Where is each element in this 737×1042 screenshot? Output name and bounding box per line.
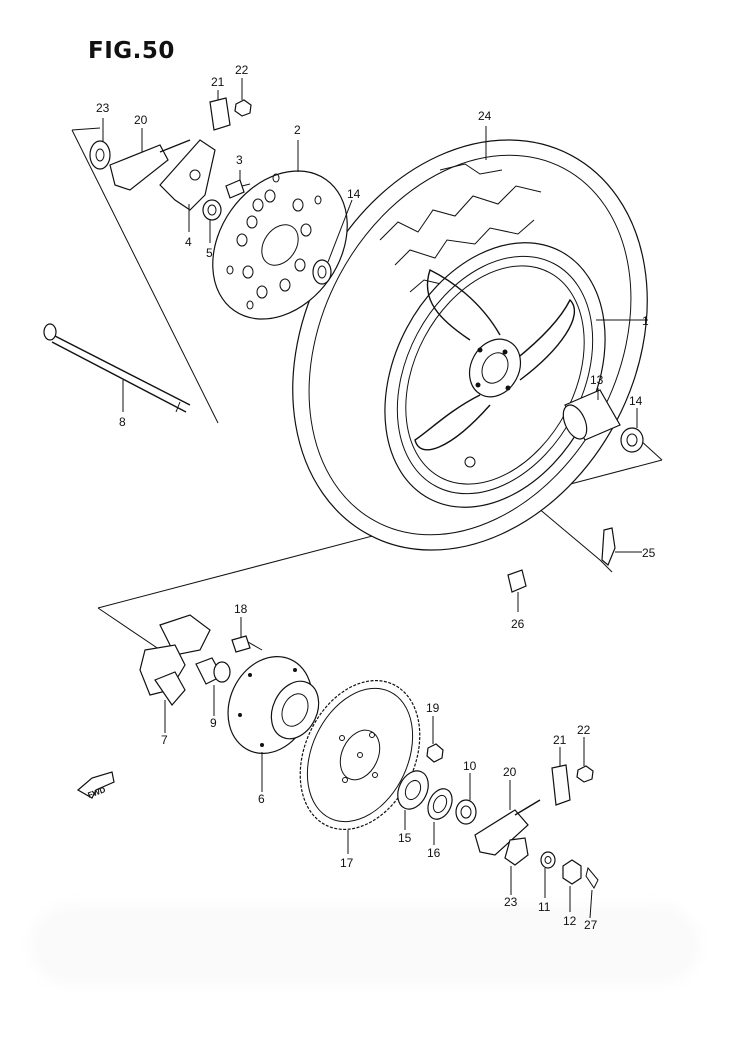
callout-5: 5 — [206, 246, 213, 260]
damper-bushing — [195, 657, 231, 685]
assembly-line-axle-end — [639, 439, 663, 461]
callout-1: 1 — [642, 314, 649, 328]
callout-24: 24 — [478, 109, 492, 123]
callout-19: 19 — [426, 701, 440, 715]
callout-15: 15 — [398, 831, 412, 845]
sprocket-nut — [426, 743, 444, 763]
callout-17: 17 — [340, 856, 354, 870]
callout-14-right: 14 — [629, 394, 643, 408]
assembly-line-upper-left — [71, 129, 219, 424]
callout-23-bottom: 23 — [504, 895, 518, 909]
callout-22-bottom: 22 — [577, 723, 591, 737]
chain-adjuster-left — [109, 139, 191, 191]
washer-5 — [202, 199, 222, 221]
callout-4: 4 — [185, 235, 192, 249]
callout-26: 26 — [511, 617, 525, 631]
axle-spacer-10 — [455, 799, 477, 825]
callout-2: 2 — [294, 123, 301, 137]
callout-numbers: 1 2 3 4 5 6 7 8 9 10 11 12 13 14 14 15 1… — [96, 63, 656, 932]
axle-nut-12 — [562, 859, 582, 885]
callout-9: 9 — [210, 716, 217, 730]
callout-20-top: 20 — [134, 113, 148, 127]
tire-valve — [601, 527, 616, 566]
assembly-line-upper-left-top — [71, 127, 101, 131]
callout-25: 25 — [642, 546, 656, 560]
callout-20-bottom: 20 — [503, 765, 517, 779]
callout-3: 3 — [236, 153, 243, 167]
callout-13: 13 — [590, 373, 604, 387]
callout-12: 12 — [563, 914, 577, 928]
callout-7: 7 — [161, 733, 168, 747]
oil-seal — [427, 788, 453, 820]
wheel-damper — [139, 614, 211, 706]
washer-11 — [540, 851, 556, 869]
brake-disc — [212, 170, 348, 320]
callout-10: 10 — [463, 759, 477, 773]
adjuster-plate-right — [504, 837, 529, 866]
nut-22-right — [576, 765, 594, 783]
callout-21-top: 21 — [211, 75, 225, 89]
spacer-13 — [562, 389, 621, 441]
disc-bolt — [225, 179, 251, 199]
collar-14-right — [620, 427, 644, 453]
rear-axle — [43, 323, 191, 413]
callout-16: 16 — [427, 846, 441, 860]
callout-14-left: 14 — [347, 187, 361, 201]
callout-18: 18 — [234, 602, 248, 616]
cotter-pin — [585, 866, 599, 889]
leader-lines — [102, 78, 648, 919]
adjuster-plate-left — [89, 140, 111, 170]
collar-14-left — [312, 259, 332, 285]
callout-21-bottom: 21 — [553, 733, 567, 747]
callout-22-top: 22 — [235, 63, 249, 77]
figure-title: FIG.50 — [88, 38, 175, 64]
cap-21-left — [209, 97, 231, 131]
forward-direction-arrow — [76, 771, 115, 799]
callout-11: 11 — [538, 900, 551, 914]
callout-23-top: 23 — [96, 101, 110, 115]
callout-6: 6 — [258, 792, 265, 806]
sprocket-bolt — [231, 635, 263, 653]
sprocket-mounting-drum — [227, 656, 320, 754]
callout-27: 27 — [584, 918, 598, 932]
balance-weight-clip — [507, 569, 527, 593]
wheel-bearing — [397, 770, 429, 810]
cap-21-right — [551, 764, 571, 806]
scan-smudge — [30, 905, 700, 985]
brake-caliper-bracket — [159, 139, 216, 211]
chain-adjuster-right — [474, 799, 541, 856]
nut-22-left — [234, 99, 252, 117]
callout-8: 8 — [119, 415, 126, 429]
